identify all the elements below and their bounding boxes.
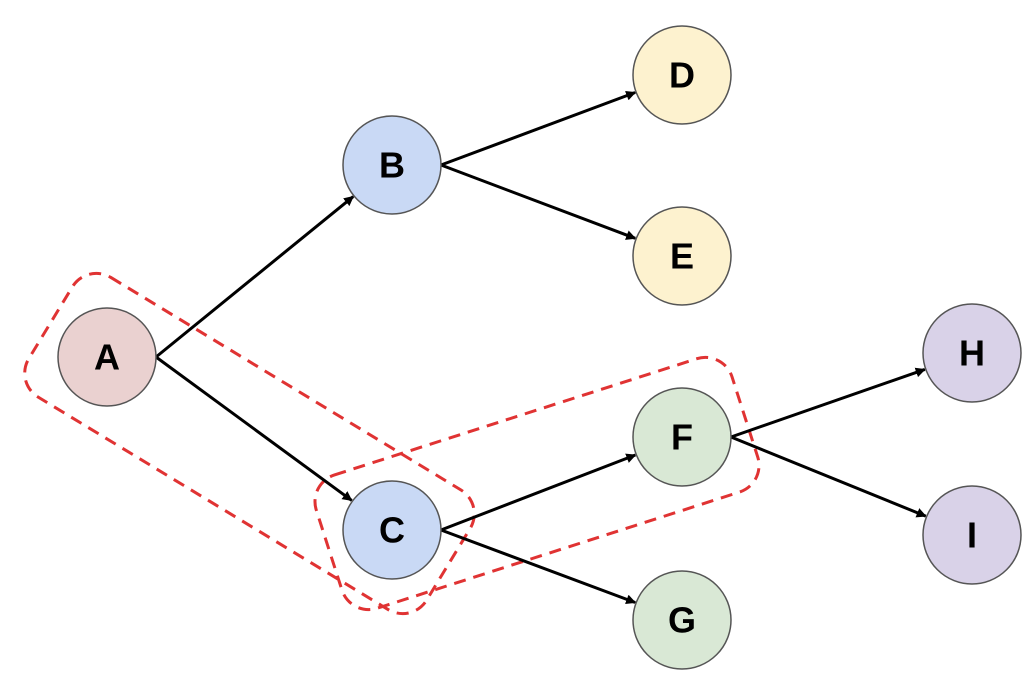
highlight-path-a-c bbox=[23, 271, 476, 616]
edge-a-b bbox=[155, 195, 355, 359]
edge-b-e bbox=[440, 163, 637, 240]
node-label-f: F bbox=[671, 417, 693, 458]
node-label-g: G bbox=[668, 600, 696, 641]
node-label-e: E bbox=[670, 236, 694, 277]
node-circle-e bbox=[632, 206, 732, 306]
edge-f-h bbox=[730, 367, 926, 439]
node-circle-c bbox=[342, 480, 442, 580]
node-c: C bbox=[342, 480, 442, 580]
node-a: A bbox=[57, 307, 157, 407]
node-label-a: A bbox=[94, 337, 120, 378]
node-f: F bbox=[632, 387, 732, 487]
highlight-path-c-f bbox=[313, 355, 761, 612]
node-b: B bbox=[342, 115, 442, 215]
node-circle-d bbox=[632, 25, 732, 125]
node-d: D bbox=[632, 25, 732, 125]
node-g: G bbox=[632, 570, 732, 670]
node-label-h: H bbox=[959, 333, 985, 374]
node-circle-i bbox=[922, 485, 1022, 585]
edge-f-i bbox=[730, 435, 927, 518]
edge-a-c bbox=[155, 355, 353, 502]
node-circle-a bbox=[57, 307, 157, 407]
node-label-i: I bbox=[967, 515, 977, 556]
highlight-layer bbox=[23, 271, 761, 616]
node-i: I bbox=[922, 485, 1022, 585]
edge-c-f bbox=[440, 453, 637, 532]
node-h: H bbox=[922, 303, 1022, 403]
node-label-c: C bbox=[379, 510, 405, 551]
node-circle-b bbox=[342, 115, 442, 215]
node-circle-h bbox=[922, 303, 1022, 403]
node-circle-f bbox=[632, 387, 732, 487]
node-circle-g bbox=[632, 570, 732, 670]
node-e: E bbox=[632, 206, 732, 306]
nodes-layer: A B C D E F G H I bbox=[57, 25, 1022, 670]
edge-b-d bbox=[440, 90, 637, 167]
node-label-b: B bbox=[379, 145, 405, 186]
edge-c-g bbox=[440, 528, 637, 605]
node-label-d: D bbox=[669, 55, 695, 96]
edges-layer bbox=[155, 90, 927, 605]
